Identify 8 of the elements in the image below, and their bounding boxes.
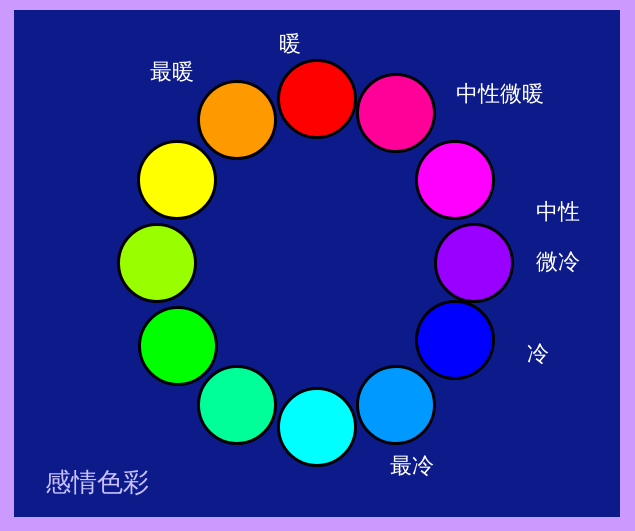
temperature-label: 暖 bbox=[279, 32, 301, 58]
temperature-label: 冷 bbox=[527, 342, 549, 368]
temperature-label: 微冷 bbox=[536, 250, 580, 276]
temperature-label: 最冷 bbox=[390, 454, 434, 480]
temperature-label: 中性 bbox=[536, 200, 580, 226]
temperature-label: 最暖 bbox=[150, 60, 194, 86]
temperature-label: 中性微暖 bbox=[456, 82, 544, 108]
caption: 感情色彩 bbox=[45, 466, 149, 500]
